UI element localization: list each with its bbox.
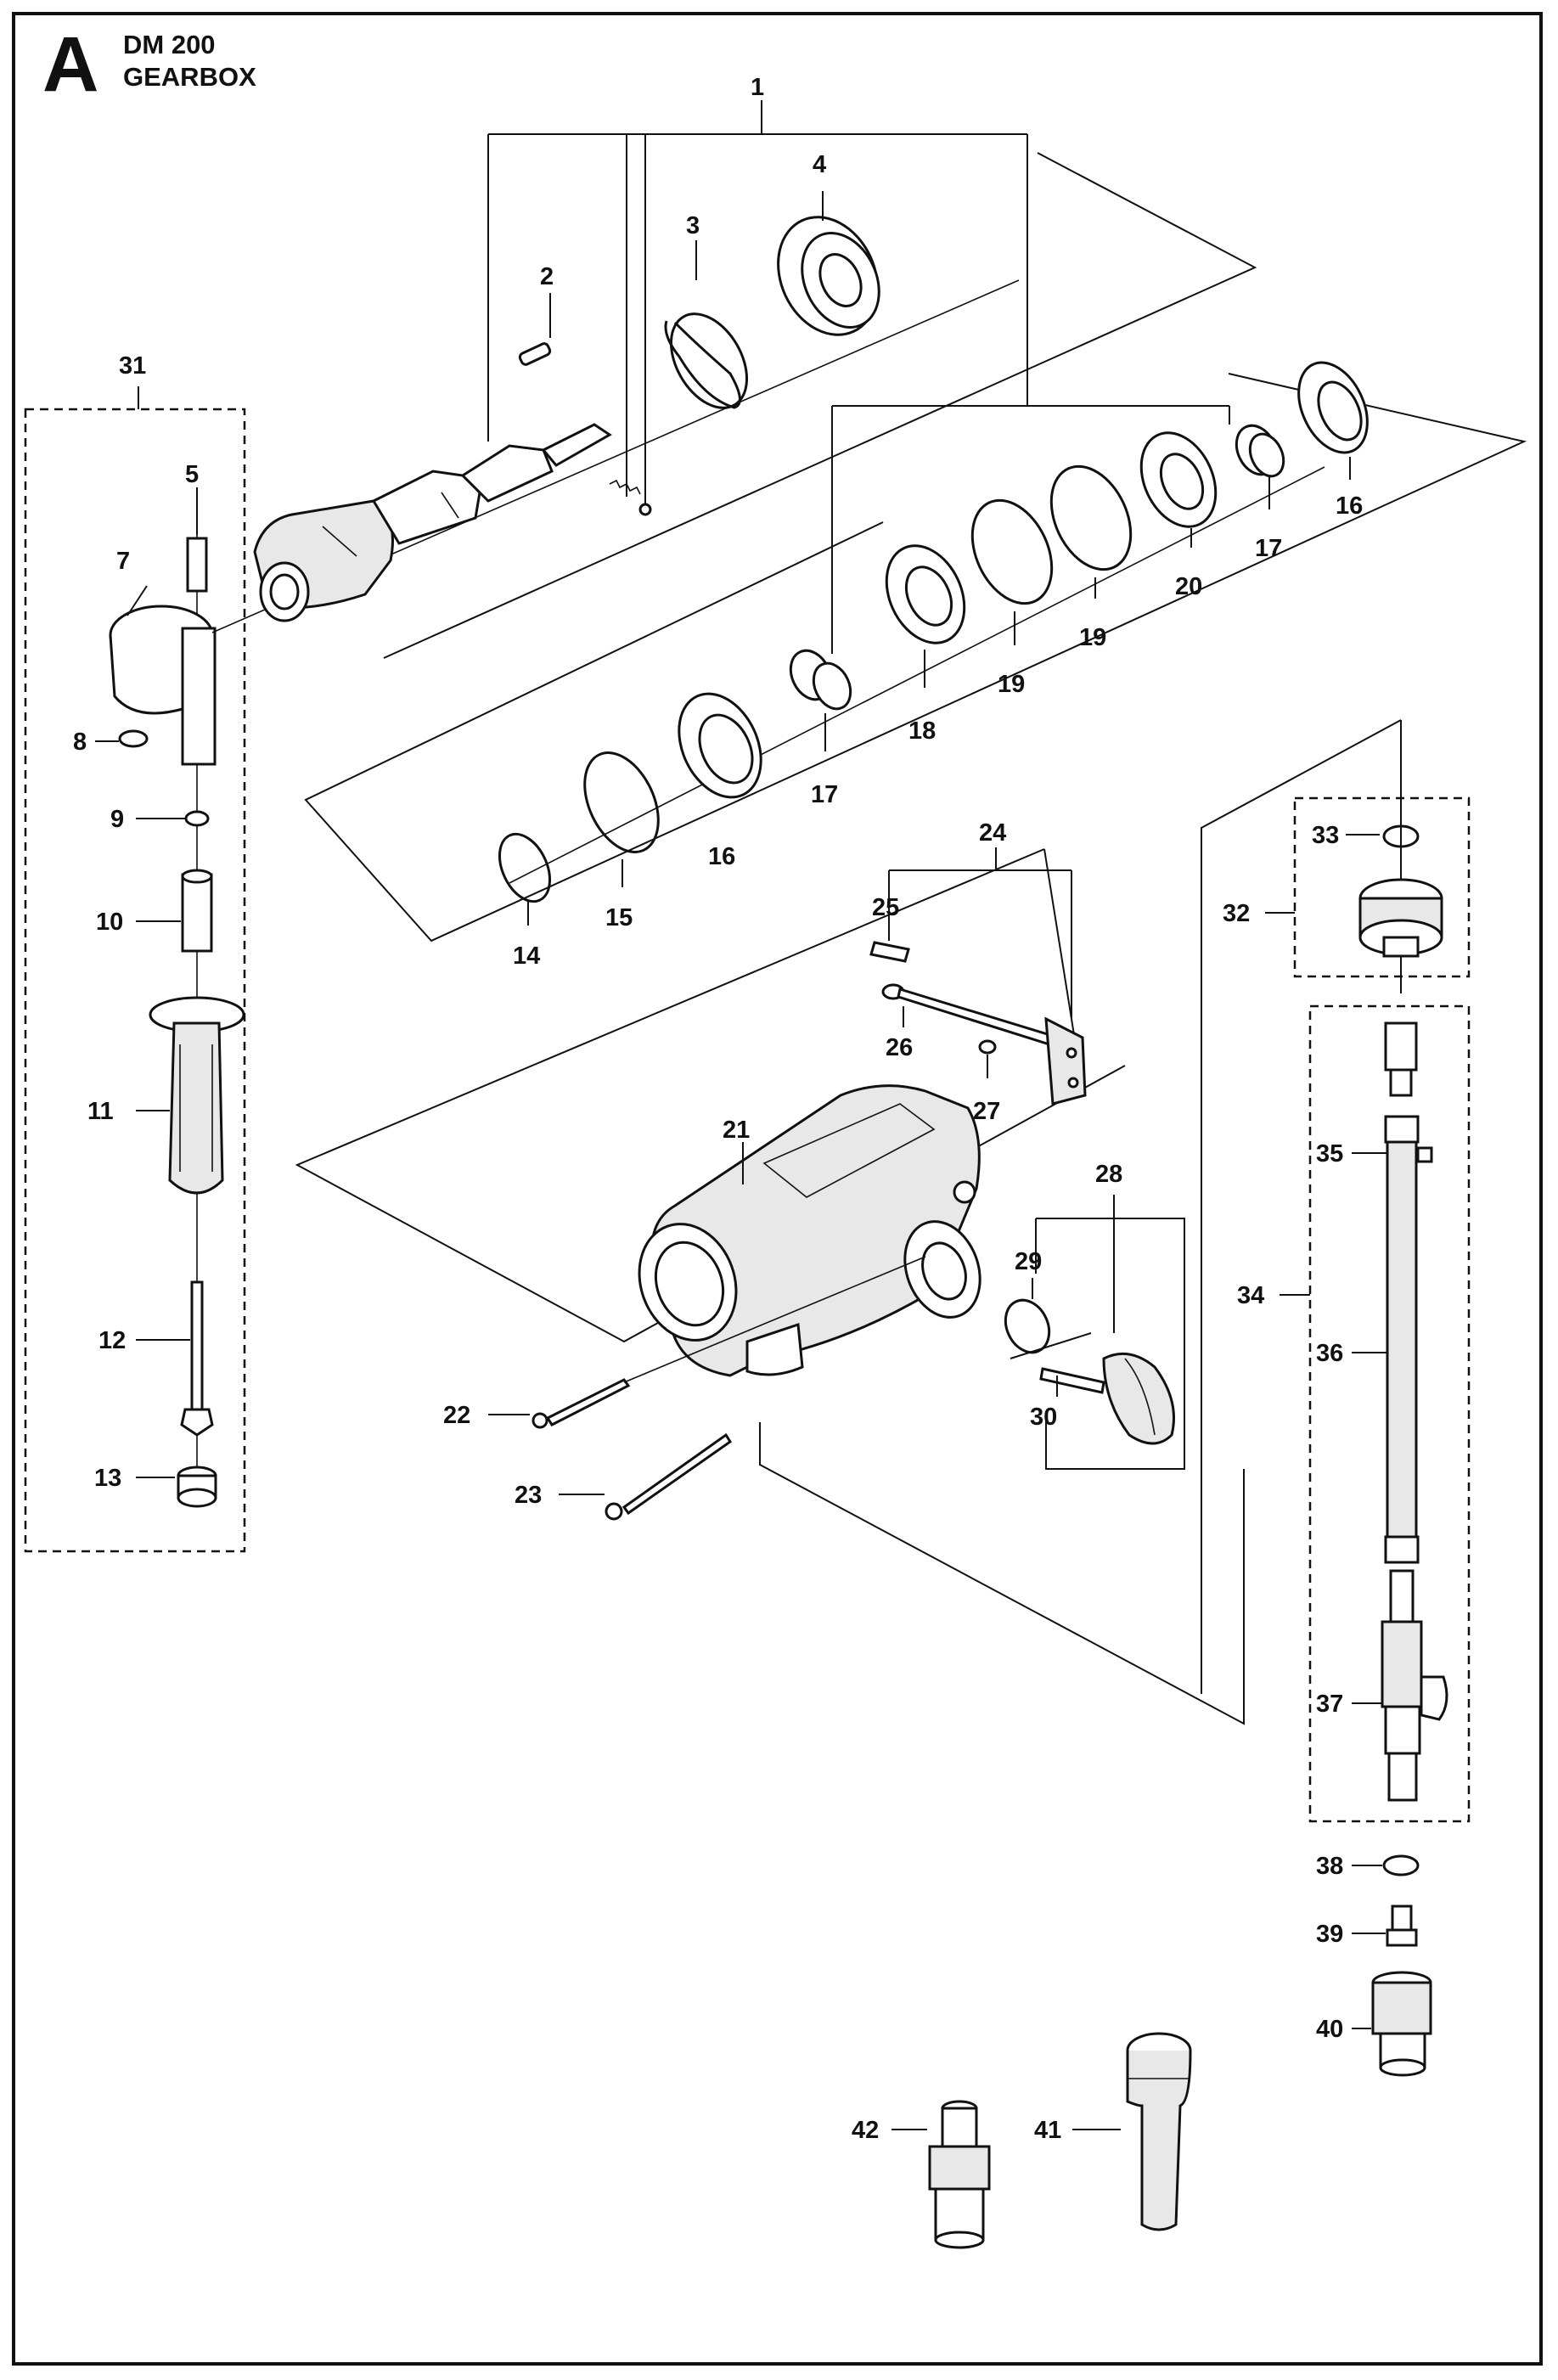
handle-grip-part[interactable] [149, 996, 245, 1195]
o-ring-part-38[interactable] [1382, 1854, 1420, 1876]
circlip-part-3[interactable] [664, 320, 741, 409]
callout-3[interactable]: 3 [686, 212, 700, 239]
fitting-part-32[interactable] [1358, 878, 1443, 958]
callout-21[interactable]: 21 [723, 1117, 750, 1144]
bearing-part-4[interactable] [760, 201, 897, 352]
washer-part-8[interactable] [118, 729, 149, 748]
section-letter: A [42, 21, 99, 108]
group-34-box [1308, 1004, 1471, 1823]
drawing-frame [12, 12, 1543, 2366]
section-title: DM 200 GEARBOX [123, 29, 256, 93]
callout-42[interactable]: 42 [852, 2117, 879, 2144]
bracket-plate-part[interactable] [1044, 1016, 1087, 1106]
seal-part-16-upper[interactable] [1285, 352, 1381, 464]
callout-16b[interactable]: 16 [708, 843, 735, 870]
seal-part-16-lower[interactable] [663, 680, 777, 810]
callout-4[interactable]: 4 [813, 151, 826, 178]
nut-part-13[interactable] [177, 1466, 217, 1508]
plug-part-41[interactable] [1126, 2032, 1192, 2231]
callout-30[interactable]: 30 [1030, 1404, 1057, 1431]
callout-37[interactable]: 37 [1316, 1691, 1343, 1718]
o-ring-part-33[interactable] [1382, 824, 1420, 848]
callout-34[interactable]: 34 [1237, 1282, 1264, 1309]
gear-housing-part-21[interactable] [623, 1084, 993, 1377]
callout-28[interactable]: 28 [1095, 1161, 1122, 1188]
nipple-part-42[interactable] [928, 2100, 991, 2249]
sleeve-part-10[interactable] [181, 873, 213, 953]
knob-part-28[interactable] [1039, 1352, 1175, 1445]
sleeve-part-17-upper[interactable] [1229, 419, 1290, 482]
callout-14[interactable]: 14 [513, 942, 540, 970]
callout-26[interactable]: 26 [886, 1034, 913, 1061]
callout-19b[interactable]: 19 [1079, 624, 1106, 651]
callout-40[interactable]: 40 [1316, 2016, 1343, 2043]
callout-13[interactable]: 13 [94, 1465, 121, 1492]
pin-part-25[interactable] [869, 941, 910, 963]
callout-33[interactable]: 33 [1312, 822, 1339, 849]
callout-1[interactable]: 1 [751, 74, 764, 101]
coupling-part-40[interactable] [1371, 1971, 1432, 2077]
washer-part-18[interactable] [872, 533, 980, 655]
sleeve-part-17-lower[interactable] [783, 644, 858, 715]
bolt-part-12[interactable] [180, 1280, 214, 1437]
callout-18[interactable]: 18 [908, 717, 936, 745]
assembly-name: GEARBOX [123, 62, 256, 92]
valve-part-37[interactable] [1381, 1569, 1448, 1802]
nipple-part-top[interactable] [1384, 1021, 1418, 1097]
callout-2[interactable]: 2 [540, 263, 554, 290]
callout-10[interactable]: 10 [96, 909, 123, 936]
callout-32[interactable]: 32 [1223, 900, 1250, 927]
callout-29[interactable]: 29 [1015, 1248, 1042, 1275]
washer-part-27[interactable] [978, 1039, 997, 1055]
callout-11[interactable]: 11 [87, 1098, 114, 1125]
sleeve-part-5[interactable] [186, 537, 208, 593]
clamp-ring-part[interactable] [109, 605, 217, 766]
callout-35[interactable]: 35 [1316, 1140, 1343, 1167]
clamp-part-35-lower[interactable] [1384, 1535, 1420, 1564]
spindle-shaft-part[interactable] [253, 423, 612, 622]
o-ring-part-29[interactable] [998, 1293, 1058, 1359]
model-name: DM 200 [123, 30, 216, 59]
circlip-part-14[interactable] [490, 826, 560, 909]
washer-part-9[interactable] [184, 810, 210, 827]
callout-19a[interactable]: 19 [998, 671, 1025, 698]
filter-part-39[interactable] [1386, 1905, 1418, 1947]
callout-36[interactable]: 36 [1316, 1340, 1343, 1367]
callout-20[interactable]: 20 [1175, 573, 1202, 600]
callout-9[interactable]: 9 [110, 806, 124, 833]
spring-part[interactable] [609, 479, 641, 495]
o-ring-part-19-right[interactable] [1036, 453, 1146, 582]
callout-38[interactable]: 38 [1316, 1853, 1343, 1880]
hose-part-36[interactable] [1386, 1140, 1418, 1539]
group-32-box [1293, 796, 1471, 978]
callout-12[interactable]: 12 [98, 1327, 126, 1354]
callout-5[interactable]: 5 [185, 461, 199, 488]
callout-22[interactable]: 22 [443, 1402, 470, 1429]
circlip-part-15[interactable] [570, 741, 672, 864]
group-31-box [24, 408, 246, 1553]
screw-part-23[interactable] [605, 1432, 733, 1521]
callout-41[interactable]: 41 [1034, 2117, 1061, 2144]
callout-31[interactable]: 31 [119, 352, 146, 380]
callout-39[interactable]: 39 [1316, 1921, 1343, 1948]
callout-23[interactable]: 23 [515, 1482, 542, 1509]
callout-25[interactable]: 25 [872, 894, 899, 921]
callout-16a[interactable]: 16 [1336, 492, 1363, 520]
callout-8[interactable]: 8 [73, 729, 87, 756]
callout-17a[interactable]: 17 [1255, 535, 1282, 562]
callout-24[interactable]: 24 [979, 819, 1006, 847]
washer-part-20[interactable] [1127, 421, 1230, 539]
callout-27[interactable]: 27 [973, 1098, 1000, 1125]
callout-17b[interactable]: 17 [811, 781, 838, 808]
callout-15[interactable]: 15 [605, 904, 633, 931]
o-ring-part-19-left[interactable] [957, 487, 1067, 616]
screw-part-22[interactable] [532, 1378, 631, 1429]
callout-7[interactable]: 7 [116, 548, 130, 575]
key-part-2[interactable] [518, 342, 552, 366]
